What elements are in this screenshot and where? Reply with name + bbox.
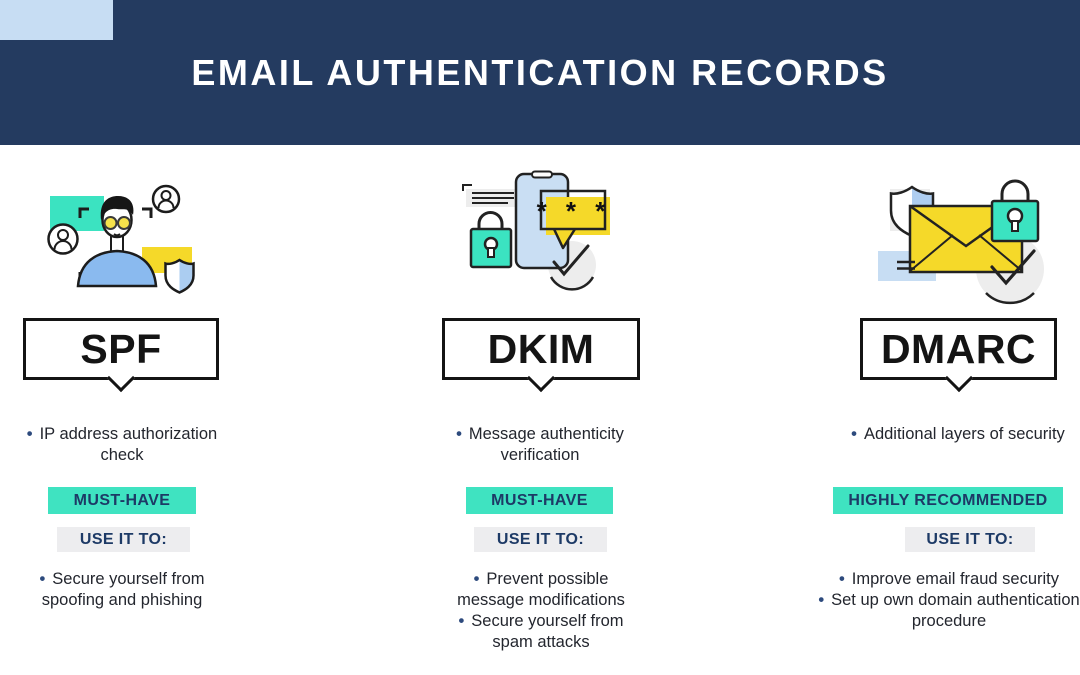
list-item: Set up own domain authentication procedu… [816, 590, 1080, 632]
dmarc-label-underlay [0, 0, 113, 40]
padlock-icon [469, 211, 513, 269]
dkim-uses-list: Prevent possible message modifications S… [440, 569, 642, 653]
avatar-icon [47, 223, 79, 255]
text-lines-icon [462, 184, 516, 207]
list-item: Improve email fraud security [816, 569, 1080, 590]
dkim-label-bubble: DKIM [442, 318, 640, 380]
dmarc-uses-list: Improve email fraud security Set up own … [816, 569, 1080, 632]
list-item: Secure yourself from spoofing and phishi… [22, 569, 222, 611]
email-shield-lock-illustration [878, 179, 1044, 305]
checkmark-icon [985, 249, 1036, 305]
dmarc-use-it-to-tag: USE IT TO: [905, 527, 1035, 552]
checkmark-icon [549, 244, 595, 291]
speech-bubble-icon: * * * [537, 189, 612, 250]
dmarc-label-bubble: DMARC [860, 318, 1057, 380]
equals-lines-icon [897, 260, 915, 270]
list-item: Secure yourself from spam attacks [440, 611, 642, 653]
padlock-icon [990, 179, 1040, 243]
spf-description: IP address authorization check [22, 424, 222, 466]
list-item: IP address authorization check [22, 424, 222, 466]
spf-use-it-to-tag: USE IT TO: [57, 527, 190, 552]
dmarc-description: Additional layers of security [848, 424, 1068, 445]
list-item: Message authenticity verification [430, 424, 650, 466]
dkim-description: Message authenticity verification [430, 424, 650, 466]
avatar-icon [151, 184, 181, 214]
spf-uses-list: Secure yourself from spoofing and phishi… [22, 569, 222, 611]
asterisks-text: * * * [537, 196, 612, 226]
dmarc-priority-badge: HIGHLY RECOMMENDED [833, 487, 1063, 514]
list-item: Prevent possible message modifications [440, 569, 642, 611]
shield-icon [164, 258, 195, 294]
face-scan-identity-illustration [47, 184, 195, 294]
dkim-priority-badge: MUST-HAVE [466, 487, 613, 514]
dkim-use-it-to-tag: USE IT TO: [474, 527, 607, 552]
spf-label-bubble: SPF [23, 318, 219, 380]
phone-password-lock-illustration: * * * [462, 170, 612, 291]
page-title: EMAIL AUTHENTICATION RECORDS [191, 51, 889, 93]
spf-priority-badge: MUST-HAVE [48, 487, 196, 514]
list-item: Additional layers of security [848, 424, 1068, 445]
header-banner: EMAIL AUTHENTICATION RECORDS [0, 0, 1080, 145]
person-icon [76, 196, 158, 288]
